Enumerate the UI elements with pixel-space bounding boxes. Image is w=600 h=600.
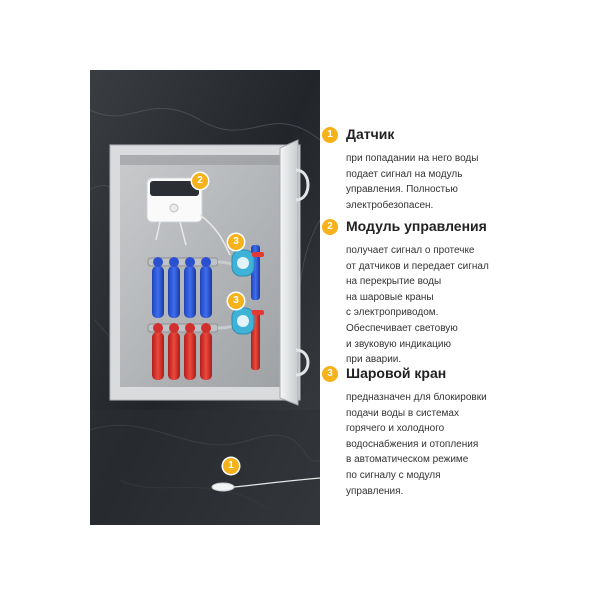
water-sensor (211, 482, 235, 492)
feature-description: получает сигнал о протечке от датчиков и… (346, 245, 489, 366)
feature-title: Датчик (346, 126, 395, 142)
number-badge: 3 (322, 366, 338, 382)
blue-pipe (152, 257, 212, 318)
ball-valve (231, 249, 264, 335)
red-pipe (152, 323, 212, 380)
feature-title: Модуль управления (346, 218, 487, 234)
cabinet-door (279, 139, 299, 406)
number-badge: 2 (322, 219, 338, 235)
product-illustration: 2 3 3 1 (90, 70, 320, 525)
number-badge: 1 (322, 127, 338, 143)
feature-description: при попадании на него воды подает сигнал… (346, 153, 479, 211)
marker-module: 2 (192, 173, 208, 189)
feature-description: предназначен для блокировки подачи воды … (346, 392, 487, 497)
marker-valve-top: 3 (228, 234, 244, 250)
cabinet-scene (90, 70, 320, 525)
marker-valve-bottom: 3 (228, 293, 244, 309)
door-handle (295, 168, 310, 202)
feature-list: 1 Датчик при попадании на него воды пода… (322, 0, 600, 600)
feature-title: Шаровой кран (346, 365, 447, 381)
marker-sensor: 1 (223, 458, 239, 474)
